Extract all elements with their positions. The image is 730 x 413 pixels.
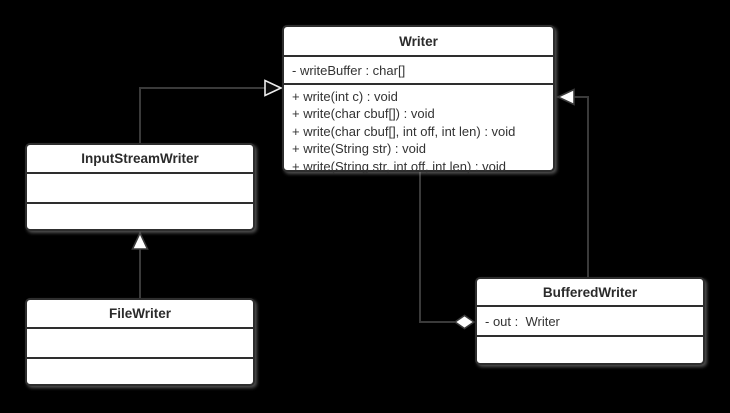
class-title: Writer bbox=[284, 27, 553, 57]
generalization-inputstreamwriter-to-writer[interactable] bbox=[139, 79, 283, 144]
attributes-compartment: - out : Writer bbox=[477, 307, 703, 337]
class-box-filewriter[interactable]: FileWriter bbox=[25, 298, 255, 386]
methods-compartment: + write(int c) : void + write(char cbuf[… bbox=[284, 85, 553, 174]
class-title: BufferedWriter bbox=[477, 279, 703, 307]
class-title: InputStreamWriter bbox=[27, 145, 253, 174]
class-box-bufferedwriter[interactable]: BufferedWriter - out : Writer bbox=[475, 277, 705, 365]
methods-compartment bbox=[27, 359, 253, 384]
class-box-writer[interactable]: Writer - writeBuffer : char[] + write(in… bbox=[282, 25, 555, 174]
method-item: + write(char cbuf[]) : void bbox=[292, 106, 435, 122]
inheritance-arrow-icon bbox=[264, 79, 283, 97]
method-item: + write(String str) : void bbox=[292, 141, 427, 157]
generalization-filewriter-to-inputstreamwriter[interactable] bbox=[131, 231, 149, 298]
attributes-compartment bbox=[27, 329, 253, 359]
inheritance-arrow-icon bbox=[556, 88, 575, 106]
attributes-compartment: - writeBuffer : char[] bbox=[284, 57, 553, 85]
attribute-item: - out : Writer bbox=[485, 313, 560, 329]
aggregation-diamond-icon bbox=[453, 314, 476, 330]
method-item: + write(String str, int off, int len) : … bbox=[292, 158, 506, 174]
methods-compartment bbox=[477, 337, 703, 363]
inheritance-arrow-icon bbox=[131, 231, 149, 250]
aggregation-bufferedwriter-has-writer[interactable] bbox=[419, 172, 476, 330]
method-item: + write(char cbuf[], int off, int len) :… bbox=[292, 123, 516, 139]
method-item: + write(int c) : void bbox=[292, 89, 398, 104]
class-box-inputstreamwriter[interactable]: InputStreamWriter bbox=[25, 143, 255, 231]
generalization-bufferedwriter-to-writer[interactable] bbox=[556, 88, 589, 278]
attribute-item: - writeBuffer : char[] bbox=[292, 62, 406, 78]
class-title: FileWriter bbox=[27, 300, 253, 329]
attributes-compartment bbox=[27, 174, 253, 204]
methods-compartment bbox=[27, 204, 253, 229]
